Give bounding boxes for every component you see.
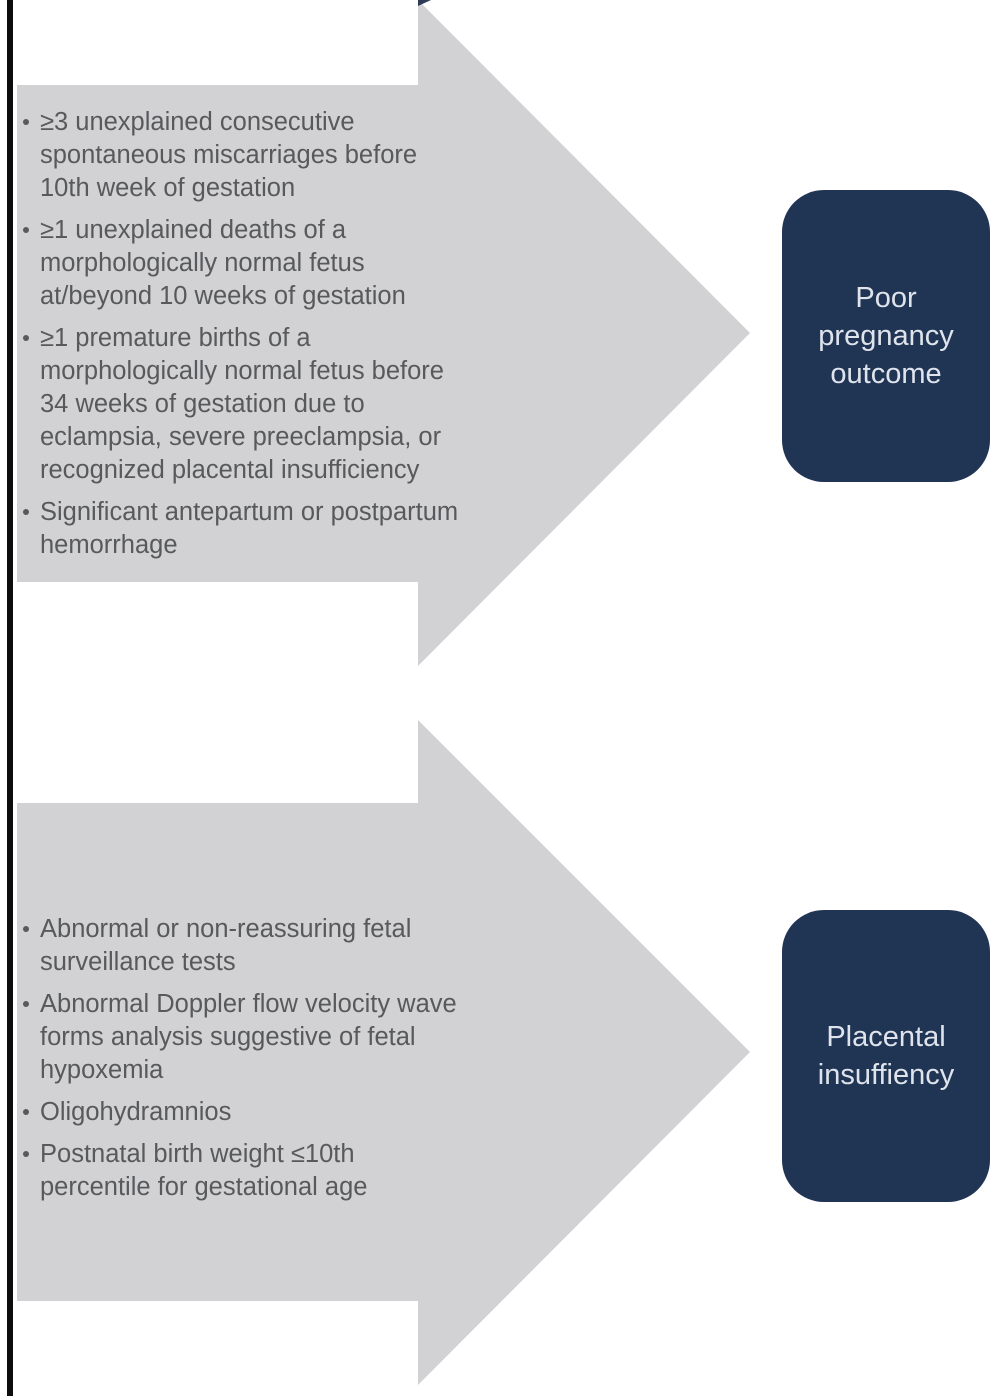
poor-pregnancy-outcome-box: Poor pregnancy outcome <box>782 190 990 482</box>
bullet-item: ≥1 unexplained deaths of a morphological… <box>17 214 529 313</box>
placental-insufficiency-bullet-list: Abnormal or non-reassuring fetal surveil… <box>17 913 529 1213</box>
bullet-item: ≥1 premature births of a morphologically… <box>17 322 529 487</box>
cropped-arrow-tip-remnant <box>418 0 431 6</box>
poor-pregnancy-outcome-label: Poor pregnancy outcome <box>818 282 954 390</box>
left-edge-strip <box>7 0 13 1396</box>
bullet-item: Abnormal Doppler flow velocity wave form… <box>17 988 529 1087</box>
bullet-item: Oligohydramnios <box>17 1096 529 1129</box>
bottom-arrow-shape <box>17 720 750 1385</box>
placental-insufficiency-label: Placental insuffiency <box>817 1021 955 1091</box>
top-arrow-shape <box>17 0 750 666</box>
bullet-item: Postnatal birth weight ≤10th percentile … <box>17 1138 529 1204</box>
bullet-item: ≥3 unexplained consecutive spontaneous m… <box>17 106 529 205</box>
placental-insufficiency-box: Placental insuffiency <box>782 910 990 1202</box>
bullet-item: Significant antepartum or postpartum hem… <box>17 496 529 562</box>
poor-pregnancy-outcome-bullet-list: ≥3 unexplained consecutive spontaneous m… <box>17 106 529 571</box>
bullet-item: Abnormal or non-reassuring fetal surveil… <box>17 913 529 979</box>
